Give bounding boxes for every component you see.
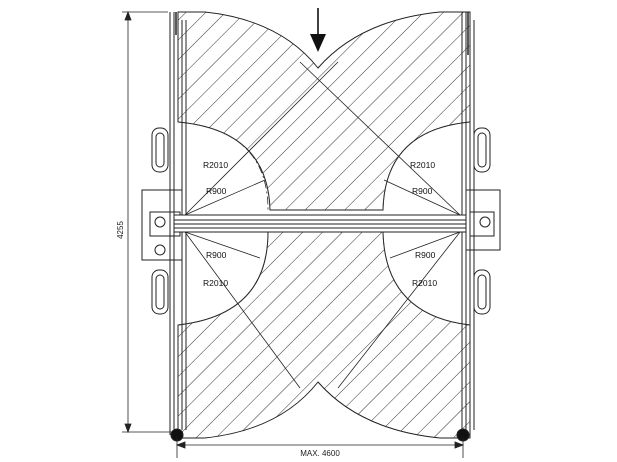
dimension-4255-label: 4255 (116, 221, 125, 239)
label-r2010-top-right: R2010 (410, 160, 435, 170)
radius-leaders (184, 61, 461, 389)
label-r900-top-left: R900 (206, 186, 227, 196)
dimension-max-4600-label: MAX. 4600 (300, 449, 340, 458)
overhead-crossbar (173, 214, 467, 233)
label-r2010-bottom-right: R2010 (412, 278, 437, 288)
label-r900-bottom-left: R900 (206, 250, 227, 260)
arrow-down-icon (310, 8, 326, 52)
label-r2010-top-left: R2010 (203, 160, 228, 170)
label-r2010-bottom-left: R2010 (203, 278, 228, 288)
vertical-dimension: 4255 (116, 10, 172, 434)
r900-arcs (177, 121, 471, 326)
label-r900-bottom-right: R900 (415, 250, 436, 260)
horizontal-dimension: MAX. 4600 (175, 438, 465, 458)
label-r900-top-right: R900 (412, 186, 433, 196)
radius-labels: R2010 R900 R2010 R900 R900 R2010 R900 R2… (203, 160, 437, 288)
